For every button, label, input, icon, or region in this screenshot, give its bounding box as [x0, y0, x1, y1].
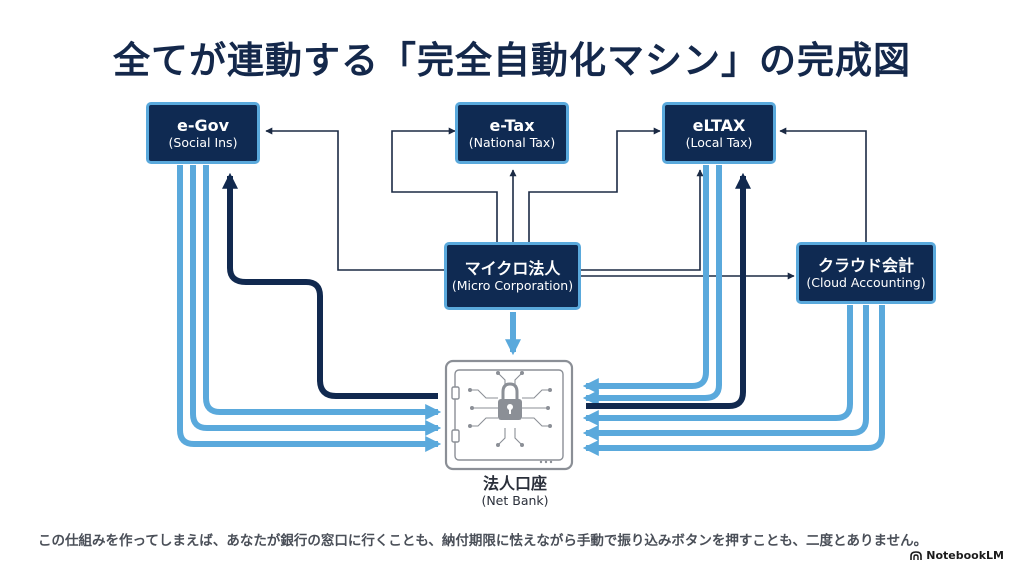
arrow-cloud-to-bank-3 [582, 305, 885, 456]
notebooklm-logo-icon [910, 550, 923, 560]
arrow-egov-to-bank-1 [177, 165, 442, 452]
node-eltax-sub: (Local Tax) [685, 134, 753, 150]
node-micro-corporation: マイクロ法人 (Micro Corporation) [444, 242, 581, 310]
footer-caption: この仕組みを作ってしまえば、あなたが銀行の窓口に行くことも、納付期限に怯えながら… [38, 533, 928, 549]
node-eltax-name: eLTAX [692, 115, 746, 135]
line-micro-to-eltax-top [528, 127, 661, 242]
node-eltax: eLTAX (Local Tax) [662, 102, 776, 164]
node-egov-sub: (Social Ins) [168, 134, 238, 150]
node-etax-sub: (National Tax) [468, 134, 556, 150]
arrow-egov-to-bank-2 [190, 165, 442, 436]
arrow-bank-to-egov [222, 172, 438, 399]
arrow-cloud-to-bank-1 [582, 305, 853, 426]
line-micro-to-etax-left [391, 127, 498, 242]
line-micro-to-egov [265, 127, 445, 271]
arrow-eltax-to-bank-2 [582, 165, 722, 406]
arrow-egov-to-bank-3 [203, 165, 442, 420]
node-micro-name: マイクロ法人 [464, 258, 561, 278]
node-cloud-sub: (Cloud Accounting) [806, 274, 926, 290]
node-egov-name: e-Gov [176, 115, 230, 135]
node-cloud-name: クラウド会計 [817, 255, 914, 275]
node-bank-sub: (Net Bank) [481, 493, 549, 508]
page-title: 全てが連動する「完全自動化マシン」の完成図 [113, 39, 911, 82]
node-bank-name: 法人口座 [482, 474, 547, 493]
node-egov: e-Gov (Social Ins) [146, 102, 260, 164]
node-cloud-accounting: クラウド会計 (Cloud Accounting) [796, 242, 936, 304]
bank-vault-icon [444, 359, 574, 471]
node-micro-sub: (Micro Corporation) [451, 277, 574, 293]
line-micro-to-eltax-mid [580, 169, 704, 271]
node-etax-name: e-Tax [489, 115, 535, 135]
arrow-bank-to-eltax [586, 172, 751, 409]
node-etax: e-Tax (National Tax) [455, 102, 569, 164]
brand-badge: NotebookLM [910, 549, 1004, 562]
brand-name: NotebookLM [926, 549, 1004, 562]
line-cloud-to-eltax [779, 127, 867, 242]
arrow-eltax-to-bank-1 [582, 165, 709, 394]
node-bank-label: 法人口座 (Net Bank) [440, 474, 590, 509]
arrow-cloud-to-bank-2 [582, 305, 869, 441]
